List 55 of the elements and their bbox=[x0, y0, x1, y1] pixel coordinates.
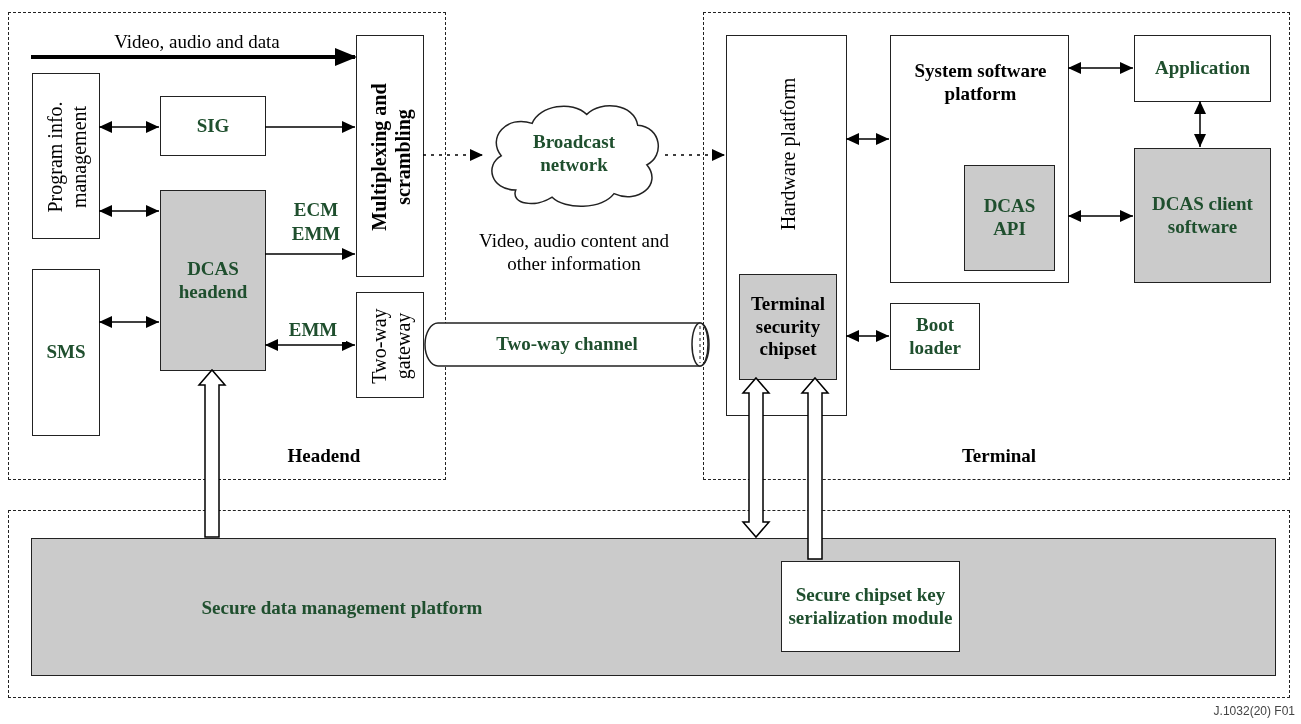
group-heading: Terminal bbox=[960, 445, 1038, 468]
process-box bbox=[1134, 35, 1271, 102]
node-label: Broadcast network bbox=[532, 131, 616, 177]
node-label: Two-way channel bbox=[495, 333, 639, 356]
arrow bbox=[1067, 62, 1134, 74]
hollow-arrow bbox=[197, 368, 227, 538]
hollow-arrow bbox=[800, 376, 830, 560]
shaded-box bbox=[739, 274, 837, 380]
process-box bbox=[890, 303, 980, 370]
node-label: Boot loader bbox=[908, 313, 962, 360]
caption-text: Video, audio content and other information bbox=[478, 230, 670, 276]
node-label: System software platform bbox=[913, 60, 1048, 106]
shaded-box bbox=[31, 538, 1276, 676]
node-label: DCAS headend bbox=[177, 257, 249, 304]
node-label: SIG bbox=[195, 114, 231, 138]
arrow bbox=[422, 149, 484, 161]
arrow bbox=[98, 316, 160, 328]
node-label: SMS bbox=[45, 341, 87, 364]
node-label: Secure chipset key serialization module bbox=[787, 583, 954, 630]
process-box bbox=[32, 269, 100, 436]
process-box bbox=[781, 561, 960, 652]
shaded-box bbox=[1134, 148, 1271, 283]
node-label: DCAS API bbox=[982, 195, 1037, 241]
node-label: Secure data management platform bbox=[200, 597, 484, 620]
node-label: Multiplexing and scrambling bbox=[367, 82, 415, 233]
node-label: Terminal security chipset bbox=[749, 292, 827, 362]
shaded-box bbox=[160, 190, 266, 371]
process-box bbox=[890, 35, 1069, 283]
arrow bbox=[845, 133, 890, 145]
group-frame bbox=[703, 12, 1290, 480]
group-frame bbox=[8, 12, 446, 480]
process-box bbox=[356, 292, 424, 398]
arrow bbox=[264, 248, 356, 260]
arrow bbox=[98, 205, 160, 217]
arrow bbox=[1194, 100, 1206, 148]
arrow bbox=[1067, 210, 1134, 222]
figure-id: J.1032(20) F01 bbox=[1213, 704, 1295, 718]
arrow bbox=[264, 339, 356, 351]
process-box bbox=[160, 96, 266, 156]
group-heading: Headend bbox=[286, 445, 362, 468]
process-box bbox=[32, 73, 100, 239]
group-frame bbox=[8, 510, 1290, 698]
hollow-arrow bbox=[741, 376, 771, 539]
shaded-box bbox=[964, 165, 1055, 271]
process-box bbox=[726, 35, 847, 416]
node-label: Application bbox=[1154, 57, 1251, 80]
node-label: DCAS client software bbox=[1151, 192, 1254, 239]
node-label: Two-way gateway bbox=[367, 307, 415, 386]
arrow bbox=[31, 48, 357, 66]
node-label: Program info. management bbox=[43, 100, 91, 215]
arrow bbox=[98, 121, 160, 133]
arrow bbox=[264, 121, 356, 133]
arrow bbox=[845, 330, 890, 342]
process-box bbox=[356, 35, 424, 277]
arrow bbox=[664, 149, 726, 161]
